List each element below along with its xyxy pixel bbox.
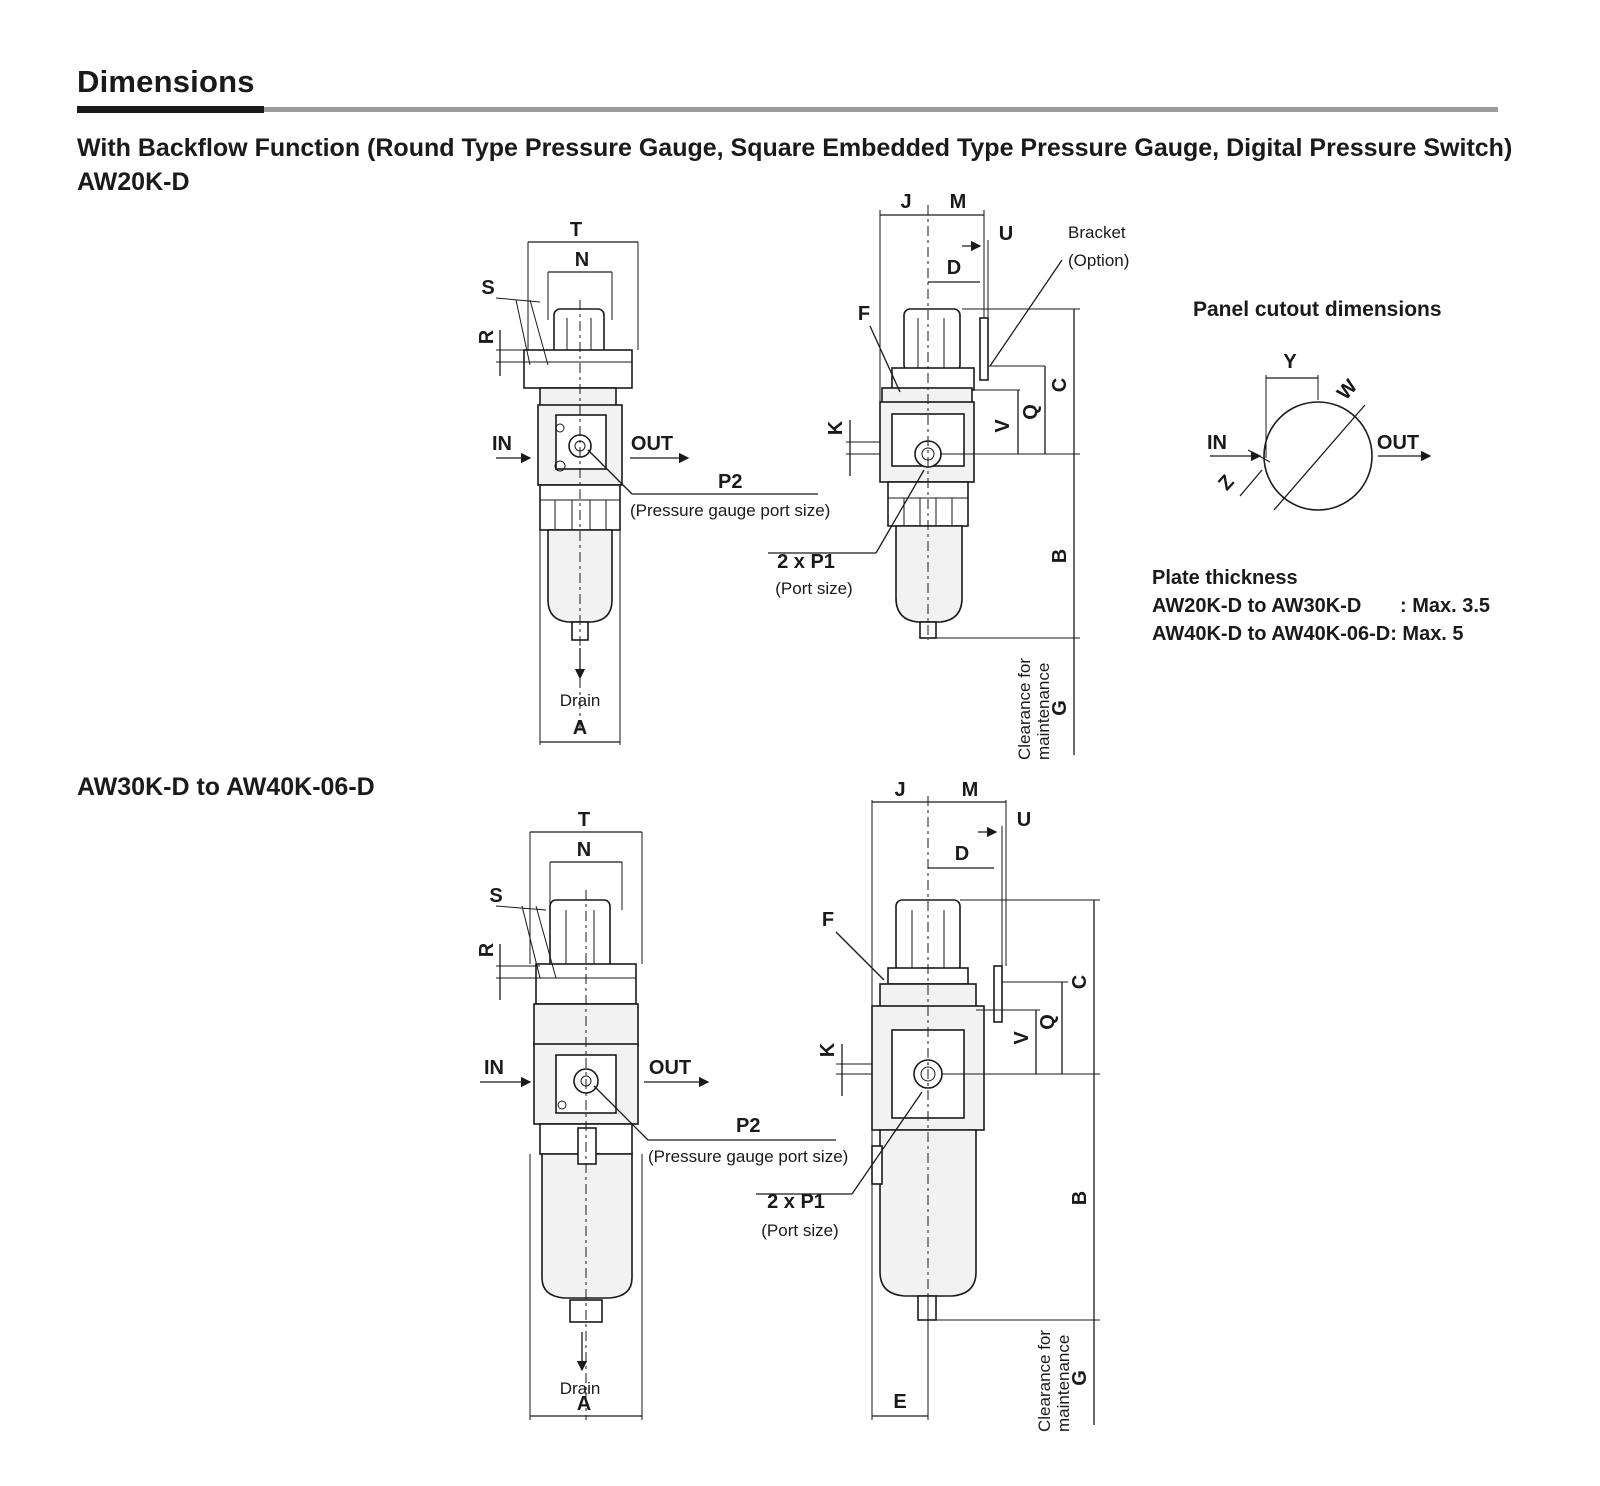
dim-label-f: F xyxy=(858,303,870,325)
model-heading-aw30k-aw40k: AW30K-D to AW40K-06-D xyxy=(77,773,375,801)
p2-label: P2 xyxy=(736,1115,760,1137)
dim-label-j: J xyxy=(894,779,905,801)
dim-label-u: U xyxy=(1017,809,1031,831)
plate-thickness-models: AW40K-D to AW40K-06-D xyxy=(1152,623,1391,645)
aw20k-front-view xyxy=(495,241,818,745)
dim-label-k: K xyxy=(817,1042,839,1057)
dim-label-v: V xyxy=(1011,1031,1033,1045)
plate-thickness-row: AW40K-D to AW40K-06-D : Max. 5 xyxy=(1152,620,1490,648)
dim-label-q: Q xyxy=(1037,1014,1059,1030)
dim-label-s: S xyxy=(489,885,502,907)
dim-label-n: N xyxy=(575,249,589,271)
title-underline xyxy=(77,106,264,113)
aw30k-side-view xyxy=(756,796,1100,1425)
panel-in-label: IN xyxy=(1207,432,1227,454)
p1-note: (Port size) xyxy=(775,579,852,598)
p1-label: 2 x P1 xyxy=(767,1191,825,1213)
panel-cutout-diagram xyxy=(1210,375,1432,511)
out-label: OUT xyxy=(631,433,673,455)
maintenance-label: maintenance xyxy=(1034,663,1053,760)
model-heading-aw20k: AW20K-D xyxy=(77,168,190,196)
dim-label-j: J xyxy=(900,191,911,213)
clearance-label: Clearance for xyxy=(1015,658,1034,760)
dim-label-w: W xyxy=(1333,376,1362,405)
filter-bowl xyxy=(879,1129,977,1297)
dim-label-n: N xyxy=(577,839,591,861)
dim-label-d: D xyxy=(955,843,969,865)
dim-label-y: Y xyxy=(1283,351,1297,373)
dim-label-d: D xyxy=(947,257,961,279)
dim-label-r: R xyxy=(476,942,498,957)
dim-label-c: C xyxy=(1049,378,1071,392)
dim-label-m: M xyxy=(962,779,979,801)
dim-label-e: E xyxy=(893,1391,906,1413)
out-label: OUT xyxy=(649,1057,691,1079)
page-title: Dimensions xyxy=(77,64,255,99)
bracket-label: Bracket xyxy=(1068,223,1126,242)
plate-thickness-value: : Max. 3.5 xyxy=(1400,595,1491,617)
p2-note: (Pressure gauge port size) xyxy=(648,1147,848,1166)
dim-label-a: A xyxy=(573,717,587,739)
panel-out-label: OUT xyxy=(1377,432,1419,454)
dim-label-f: F xyxy=(822,909,834,931)
dim-label-c: C xyxy=(1069,975,1091,989)
in-label: IN xyxy=(484,1057,504,1079)
plate-thickness-block: Plate thickness AW20K-D to AW30K-D : Max… xyxy=(1152,564,1490,648)
in-label: IN xyxy=(492,433,512,455)
dim-label-u: U xyxy=(999,223,1013,245)
clearance-label: Clearance for xyxy=(1035,1330,1054,1432)
dim-label-g: G xyxy=(1069,1370,1091,1386)
p1-note: (Port size) xyxy=(761,1221,838,1240)
plate-thickness-models: AW20K-D to AW30K-D xyxy=(1152,595,1362,617)
aw20k-side-view xyxy=(768,205,1080,755)
p2-note: (Pressure gauge port size) xyxy=(630,501,830,520)
bracket xyxy=(993,965,1003,1023)
filter-bowl xyxy=(541,1153,633,1299)
bracket xyxy=(979,317,989,381)
dim-label-k: K xyxy=(825,420,847,435)
plate-thickness-value: : Max. 5 xyxy=(1390,623,1464,645)
plate-thickness-title: Plate thickness xyxy=(1152,567,1298,589)
dim-label-t: T xyxy=(570,219,582,241)
dim-label-b: B xyxy=(1049,549,1071,563)
drain-label: Drain xyxy=(560,1379,601,1398)
p1-label: 2 x P1 xyxy=(777,551,835,573)
drain-label: Drain xyxy=(560,691,601,710)
filter-bowl xyxy=(895,525,963,623)
bracket-note: (Option) xyxy=(1068,251,1129,270)
section-subtitle: With Backflow Function (Round Type Press… xyxy=(77,134,1513,162)
dim-label-b: B xyxy=(1069,1191,1091,1205)
plate-thickness-row: AW20K-D to AW30K-D : Max. 3.5 xyxy=(1152,592,1490,620)
dim-label-q: Q xyxy=(1020,404,1042,420)
ring-nut xyxy=(523,349,633,389)
cutout-circle xyxy=(1263,401,1373,511)
dim-label-t: T xyxy=(578,809,590,831)
dim-label-m: M xyxy=(950,191,967,213)
dim-label-z: Z xyxy=(1214,471,1239,495)
p2-label: P2 xyxy=(718,471,742,493)
maintenance-label: maintenance xyxy=(1054,1335,1073,1432)
title-rule xyxy=(264,107,1498,112)
dim-label-g: G xyxy=(1049,700,1071,716)
dim-label-r: R xyxy=(476,329,498,344)
aw30k-front-view xyxy=(480,831,836,1420)
dim-label-v: V xyxy=(992,419,1014,433)
dim-label-a: A xyxy=(577,1393,591,1415)
dim-label-s: S xyxy=(481,277,494,299)
panel-cutout-title: Panel cutout dimensions xyxy=(1193,298,1442,321)
